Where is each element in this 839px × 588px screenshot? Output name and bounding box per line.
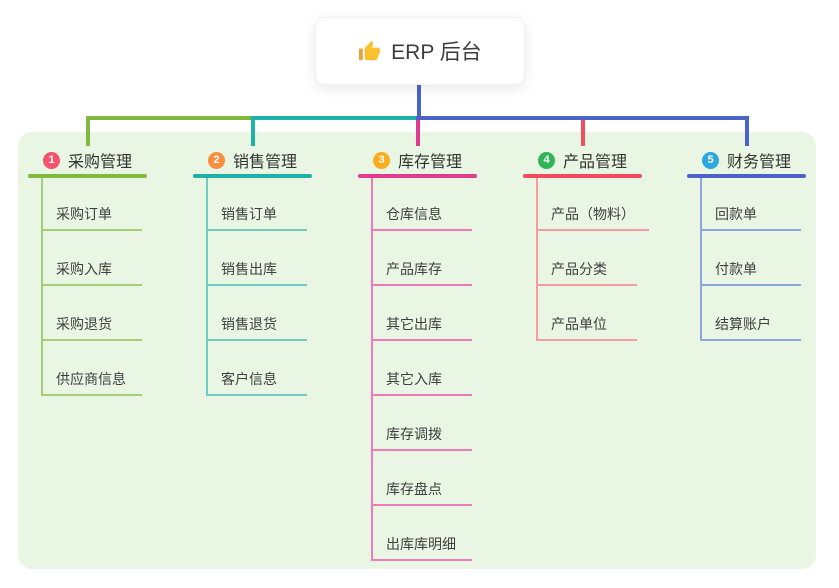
child-topic[interactable]: 库存盘点	[371, 482, 472, 506]
branch-underline	[28, 174, 147, 178]
branch-title[interactable]: 2 销售管理	[208, 149, 297, 171]
branch-title-label: 销售管理	[233, 154, 298, 171]
branch-title[interactable]: 5 财务管理	[702, 149, 791, 171]
root-topic-label: ERP 后台	[391, 41, 482, 64]
root-topic[interactable]: ERP 后台	[315, 17, 525, 85]
branch-title-label: 产品管理	[563, 154, 628, 171]
branch-trunk-line	[371, 178, 373, 561]
branch-title-label: 财务管理	[727, 154, 792, 171]
child-topic[interactable]: 销售订单	[206, 207, 307, 231]
connector-line	[580, 120, 585, 146]
child-topic[interactable]: 付款单	[700, 262, 801, 286]
branch-underline	[193, 174, 312, 178]
branch-trunk-line	[206, 178, 208, 396]
connector-line	[415, 116, 749, 120]
child-topic[interactable]: 出库库明细	[371, 537, 472, 561]
branch-underline	[358, 174, 477, 178]
connector-line	[417, 83, 421, 120]
child-topic[interactable]: 产品单位	[536, 317, 637, 341]
branch-trunk-line	[41, 178, 43, 396]
child-topic[interactable]: 产品分类	[536, 262, 637, 286]
child-topic[interactable]: 其它出库	[371, 317, 472, 341]
connector-line	[744, 116, 749, 146]
child-topic[interactable]: 结算账户	[700, 317, 801, 341]
branch-number-badge: 4	[538, 151, 555, 169]
child-topic[interactable]: 库存调拨	[371, 427, 472, 451]
branch-trunk-line	[700, 178, 702, 341]
child-topic[interactable]: 产品库存	[371, 262, 472, 286]
branch-3: 3 库存管理 仓库信息产品库存其它出库其它入库库存调拨库存盘点出库库明细	[358, 0, 523, 588]
branch-5: 5 财务管理 回款单付款单结算账户	[687, 0, 839, 588]
branch-title-label: 采购管理	[68, 154, 133, 171]
child-topic[interactable]: 销售退货	[206, 317, 307, 341]
mindmap-panel	[18, 132, 816, 569]
connector-line	[250, 116, 255, 146]
branch-title[interactable]: 1 采购管理	[43, 149, 132, 171]
branch-number-badge: 1	[43, 151, 60, 169]
child-topic[interactable]: 采购订单	[41, 207, 142, 231]
branch-title-label: 库存管理	[398, 154, 463, 171]
branch-4: 4 产品管理 产品（物料） 产品分类产品单位	[523, 0, 688, 588]
child-topic[interactable]: 回款单	[700, 207, 801, 231]
branch-1: 1 采购管理 采购订单采购入库采购退货供应商信息	[28, 0, 193, 588]
child-topic[interactable]: 客户信息	[206, 372, 307, 396]
branch-title[interactable]: 4 产品管理	[538, 149, 627, 171]
branch-title[interactable]: 3 库存管理	[373, 149, 462, 171]
child-topic[interactable]: 采购退货	[41, 317, 142, 341]
child-topic[interactable]: 产品（物料）	[536, 207, 649, 231]
branch-number-badge: 5	[702, 151, 719, 169]
connector-line	[85, 116, 90, 146]
connector-line	[250, 116, 416, 120]
branch-underline	[523, 174, 642, 178]
child-topic[interactable]: 其它入库	[371, 372, 472, 396]
branch-number-badge: 2	[208, 151, 225, 169]
child-topic[interactable]: 采购入库	[41, 262, 142, 286]
connector-line	[415, 120, 420, 146]
branch-number-badge: 3	[373, 151, 390, 169]
child-topic[interactable]: 仓库信息	[371, 207, 472, 231]
branch-underline	[687, 174, 806, 178]
child-topic[interactable]: 供应商信息	[41, 372, 142, 396]
child-topic[interactable]: 销售出库	[206, 262, 307, 286]
thumbs-up-icon	[358, 40, 381, 63]
branch-2: 2 销售管理 销售订单销售出库销售退货客户信息	[193, 0, 358, 588]
branch-trunk-line	[536, 178, 538, 341]
